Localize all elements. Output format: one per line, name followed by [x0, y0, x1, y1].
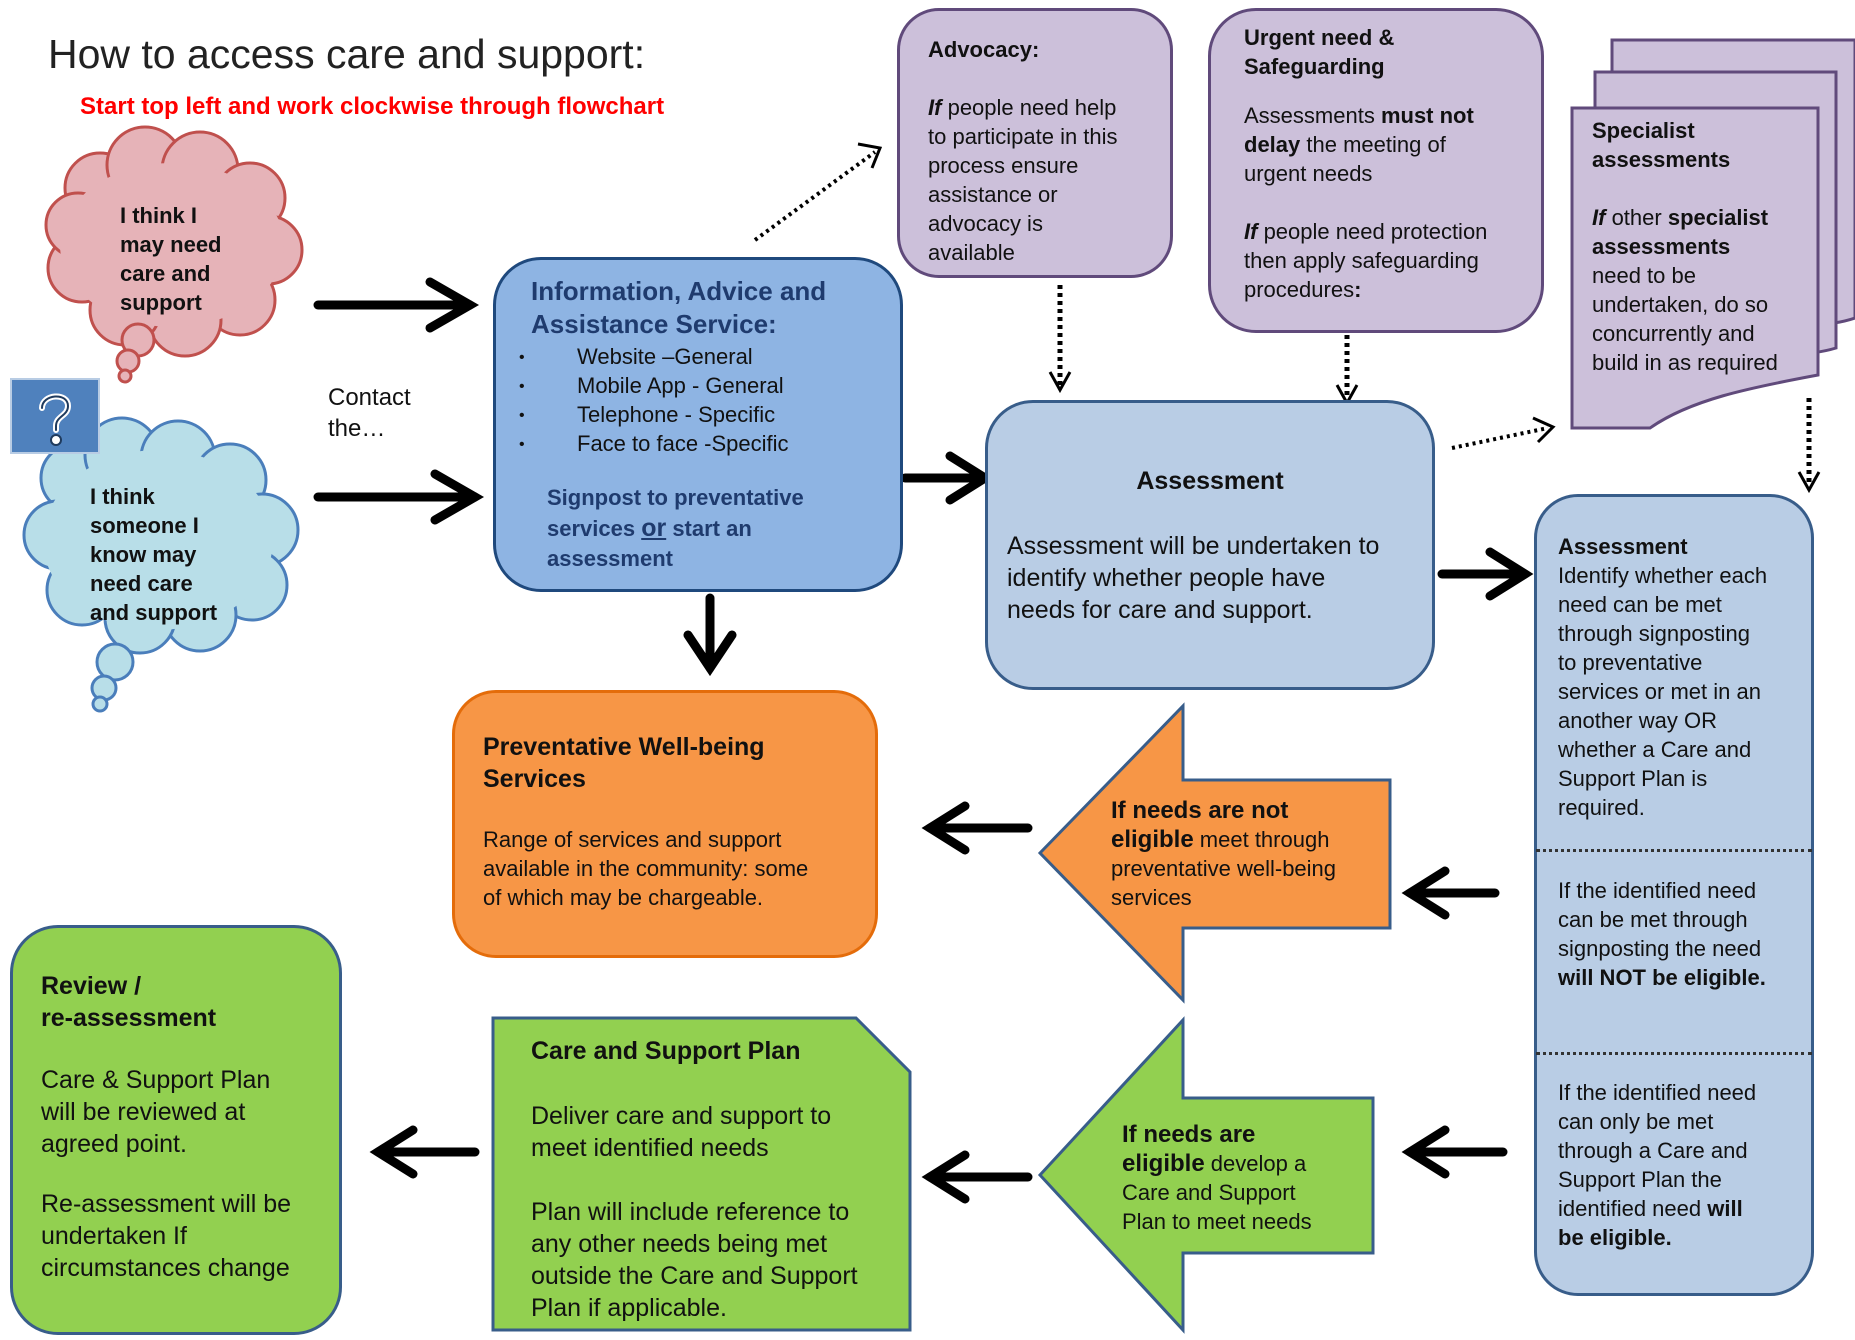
info-service-bullets: Website –General Mobile App - General Te… — [507, 342, 789, 459]
page-subtitle: Start top left and work clockwise throug… — [80, 93, 665, 120]
assessment-center-title: Assessment — [1136, 467, 1284, 495]
review-box — [10, 925, 342, 1335]
review-title: Review / re-assessment — [41, 972, 217, 1032]
dotted-arrow-to-advocacy — [753, 150, 877, 242]
bullet-mobile-app: Mobile App - General — [507, 371, 789, 401]
question-mark-icon — [10, 378, 100, 454]
arrow-info-to-preventative — [683, 593, 737, 677]
arrow-not-eligible-to-preventative — [921, 801, 1033, 855]
arrow-assessment-to-right — [1437, 547, 1534, 601]
assessment-right-section2: If the identified need can be met throug… — [1558, 878, 1766, 990]
eligible-text: If needs are eligible develop a Care and… — [1122, 1121, 1312, 1234]
specialist-text: Specialist assessments If other speciali… — [1592, 118, 1778, 375]
info-service-title: Information, Advice and Assistance Servi… — [531, 276, 827, 339]
care-plan-shape — [491, 1016, 912, 1332]
thought-cloud-other — [22, 416, 300, 713]
specialist-documents — [1570, 38, 1855, 430]
assessment-right-section3: If the identified need can only be met t… — [1558, 1080, 1757, 1250]
bullet-telephone: Telephone - Specific — [507, 400, 789, 430]
dotted-arrow-to-specialist — [1451, 426, 1549, 450]
arrow-right-to-not-eligible — [1401, 866, 1500, 920]
assessment-center-box — [985, 400, 1435, 690]
dotted-arrowhead-specialist-down — [1797, 471, 1821, 494]
review-text: Care & Support Plan will be reviewed at … — [41, 1066, 292, 1282]
care-plan-title: Care and Support Plan — [531, 1037, 801, 1065]
urgent-text: Urgent need & Safeguarding Assessments m… — [1244, 25, 1488, 302]
not-eligible-text: If needs are not eligible meet through p… — [1111, 797, 1337, 910]
arrow-cloud-self-to-info — [313, 277, 480, 333]
not-eligible-arrow-body — [1037, 702, 1392, 1004]
cloud-self-text: I think I may need care and support — [120, 203, 222, 315]
arrow-cloud-other-to-info — [313, 469, 485, 525]
info-service-signpost: Signpost to preventative services or sta… — [547, 485, 804, 571]
page-title: How to access care and support: — [48, 31, 646, 77]
advocacy-box — [897, 8, 1173, 278]
urgent-box — [1208, 8, 1544, 333]
thought-cloud-self — [44, 125, 304, 384]
contact-label: Contact the… — [328, 384, 411, 442]
arrow-careplan-to-review — [369, 1125, 480, 1179]
divider-1 — [1536, 849, 1812, 852]
dotted-arrowhead-advocacy-down — [1048, 371, 1072, 394]
preventative-box — [452, 690, 878, 958]
bullet-website: Website –General — [507, 342, 789, 372]
advocacy-text: Advocacy: If people need help to partici… — [928, 37, 1118, 265]
bullet-face-to-face: Face to face -Specific — [507, 429, 789, 459]
dotted-arrowhead-specialist — [1532, 416, 1556, 444]
eligible-arrow-body — [1037, 1016, 1375, 1334]
divider-2 — [1536, 1052, 1812, 1055]
arrow-eligible-to-careplan — [921, 1150, 1033, 1204]
preventative-title: Preventative Well-being Services — [483, 733, 765, 793]
dotted-arrowhead-advocacy — [857, 142, 883, 169]
assessment-right-box — [1534, 494, 1814, 1296]
arrow-info-to-assessment — [900, 451, 994, 505]
arrow-right-to-eligible — [1401, 1125, 1508, 1179]
cloud-other-text: I think someone I know may need care and… — [90, 484, 218, 625]
care-plan-text: Deliver care and support to meet identif… — [531, 1102, 858, 1322]
assessment-center-text: Assessment will be undertaken to identif… — [1007, 532, 1380, 624]
assessment-right-section1: Assessment Identify whether each need ca… — [1558, 534, 1768, 820]
preventative-text: Range of services and support available … — [483, 827, 809, 910]
